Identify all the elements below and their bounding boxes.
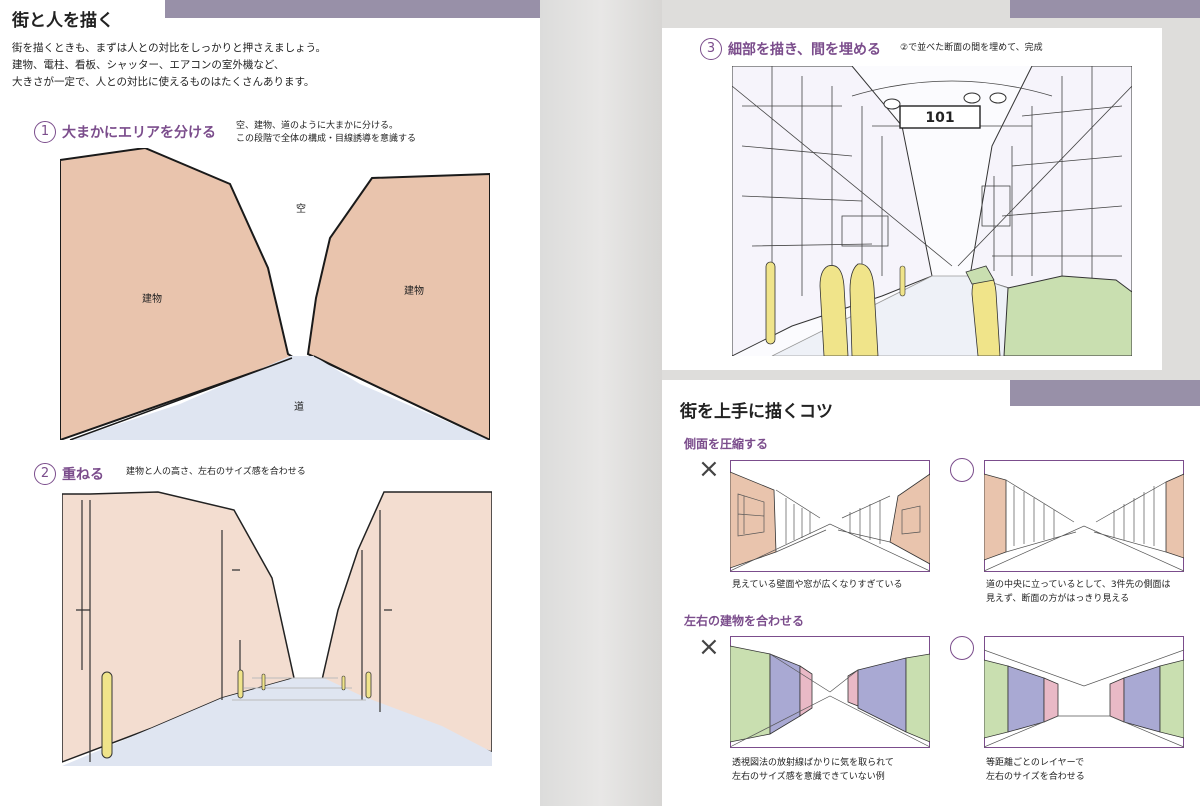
street-sign-text: 101 [925,110,954,126]
good-mark-1: ○ [950,458,974,482]
label-building-left: 建物 [142,294,162,305]
left-header-band [142,0,540,18]
step-2-note: 建物と人の高さ、左右のサイズ感を合わせる [126,467,306,477]
tips-section-1-heading: 側面を圧縮する [684,437,769,451]
tips-section-2-heading: 左右の建物を合わせる [684,614,805,628]
step-3-note: ②で並べた断面の間を埋めて、完成 [900,43,1043,53]
overlay-layers-illustration [62,490,492,766]
compress-side-good-illustration [984,460,1184,572]
label-sky: 空 [296,204,306,215]
bad-caption-2: 透視図法の放射線ばかりに気を取られて 左右のサイズ感を意識できていない例 [732,756,894,784]
label-building-right: 建物 [404,286,424,297]
intro-text: 街を描くときも、まずは人との対比をしっかりと押さえましょう。 建物、電柱、看板、… [12,40,532,91]
intro-line-1: 街を描くときも、まずは人との対比をしっかりと押さえましょう。 [12,42,326,54]
tips-header-band [1010,380,1200,406]
match-sides-good-illustration [984,636,1184,748]
compress-side-bad-illustration [730,460,930,572]
good-caption-1: 道の中央に立っているとして、3件先の側面は 見えず、断面の方がはっきり見える [986,578,1171,606]
page-gutter [540,0,662,806]
step-1-number: 1 [34,121,56,143]
good-caption-2-line-1: 等距離ごとのレイヤーで [986,758,1085,768]
good-caption-1-line-2: 見えず、断面の方がはっきり見える [986,594,1130,604]
step-3-number: 3 [700,38,722,60]
good-mark-2: ○ [950,636,974,660]
bad-mark-1: × [698,454,720,484]
bad-caption-2-line-2: 左右のサイズ感を意識できていない例 [732,772,885,782]
step-2-number: 2 [34,463,56,485]
step-1-note-line-1: 空、建物、道のように大まかに分ける。 [236,121,399,131]
intro-line-2: 建物、電柱、看板、シャッター、エアコンの室外機など、 [12,59,285,71]
good-caption-1-line-1: 道の中央に立っているとして、3件先の側面は [986,580,1171,590]
bad-mark-2: × [698,632,720,662]
good-caption-2-line-2: 左右のサイズを合わせる [986,772,1085,782]
page-title: 街と人を描く [12,11,114,31]
tips-title: 街を上手に描くコツ [680,402,833,422]
step-1-title: 大まかにエリアを分ける [62,125,216,141]
label-road: 道 [294,402,304,413]
step-2-title: 重ねる [62,467,104,483]
intro-line-3: 大きさが一定で、人との対比に使えるものはたくさんあります。 [12,76,315,88]
area-division-illustration [60,148,490,440]
right-header-band [1010,0,1200,18]
title-tab [0,0,165,34]
tips-title-tab [662,380,878,428]
bad-caption-2-line-1: 透視図法の放射線ばかりに気を取られて [732,758,894,768]
match-sides-bad-illustration [730,636,930,748]
step-1-note: 空、建物、道のように大まかに分ける。 この段階で全体の構成・目線誘導を意識する [236,120,416,146]
bad-caption-1: 見えている壁面や窓が広くなりすぎている [732,578,903,592]
bad-caption-1-line-1: 見えている壁面や窓が広くなりすぎている [732,580,903,590]
good-caption-2: 等距離ごとのレイヤーで 左右のサイズを合わせる [986,756,1085,784]
step-1-note-line-2: この段階で全体の構成・目線誘導を意識する [236,134,417,144]
step-3-title: 細部を描き、間を埋める [728,42,882,58]
detailed-street-illustration: 101 [732,66,1132,356]
